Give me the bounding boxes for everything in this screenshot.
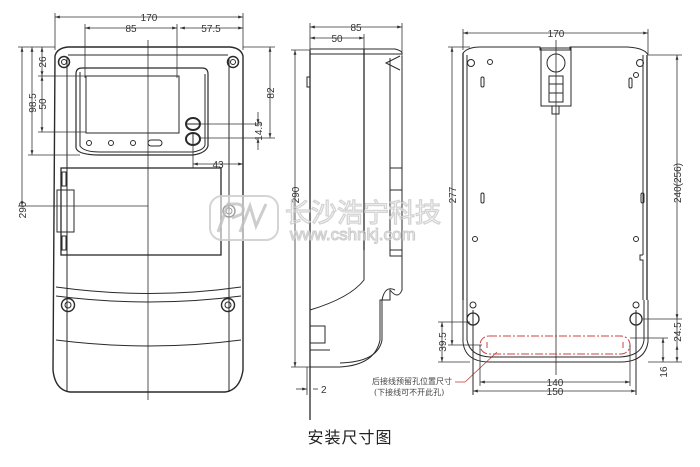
dim-side-depth-front: 50 <box>331 34 343 45</box>
dim-front-width: 170 <box>141 13 158 24</box>
side-view <box>306 48 403 420</box>
screw-icon <box>57 55 71 69</box>
dim-front-display-height: 50 <box>38 98 49 110</box>
watermark-company: 长沙浩宁科技 <box>285 199 441 229</box>
dim-side-base: 2 <box>321 385 327 396</box>
back-view-dimensions <box>438 29 682 393</box>
screw-icon <box>226 55 240 69</box>
dim-front-height: 290 <box>18 201 29 218</box>
dim-back-hanger-height: 277 <box>448 186 459 203</box>
dim-side-depth: 85 <box>350 23 362 34</box>
dim-back-mount-height: 240(256) <box>673 163 684 203</box>
front-view-dimensions <box>18 13 275 207</box>
front-view-dim-labels: 170 85 57.5 290 98.5 26 50 82 14.5 43 <box>18 13 277 218</box>
watermark-url: www.cshnkj.com <box>289 225 416 244</box>
back-view <box>462 40 649 395</box>
watermark: 长沙浩宁科技 www.cshnkj.com <box>209 195 442 245</box>
mount-screw-icon <box>220 297 236 313</box>
dim-back-slot-length: 140 <box>547 378 564 389</box>
mount-screw-icon <box>60 297 76 313</box>
dim-back-slot-depth: 39.5 <box>438 332 449 352</box>
dim-front-right-height: 82 <box>266 87 277 99</box>
note-bottom-wiring: (下接线可不开此孔) <box>374 387 444 397</box>
dim-back-slot-outer: 150 <box>547 387 564 398</box>
dim-back-slot-offset: 16 <box>659 366 670 378</box>
dim-back-bottom-offset: 24.5 <box>673 322 684 342</box>
back-view-dim-labels: 170 277 240(256) 24.5 16 39.5 140 150 <box>438 29 684 398</box>
dim-front-button-spacing: 14.5 <box>254 121 265 141</box>
rear-hole-note: 后接线预留孔位置尺寸 (下接线可不开此孔) <box>372 351 498 397</box>
dim-front-window-height: 98.5 <box>28 93 39 113</box>
dim-front-half: 85 <box>125 24 137 35</box>
side-view-dimensions <box>291 23 403 395</box>
dim-front-button-offset: 43 <box>212 160 224 171</box>
dim-back-width: 170 <box>548 29 565 40</box>
dim-front-top-display: 26 <box>38 56 49 68</box>
dim-front-right-offset: 57.5 <box>201 24 221 35</box>
note-rear-hole: 后接线预留孔位置尺寸 <box>372 376 452 386</box>
side-view-dim-labels: 85 50 290 2 <box>291 23 362 396</box>
dim-side-height: 290 <box>291 186 302 203</box>
figure-caption: 安装尺寸图 <box>307 428 393 447</box>
